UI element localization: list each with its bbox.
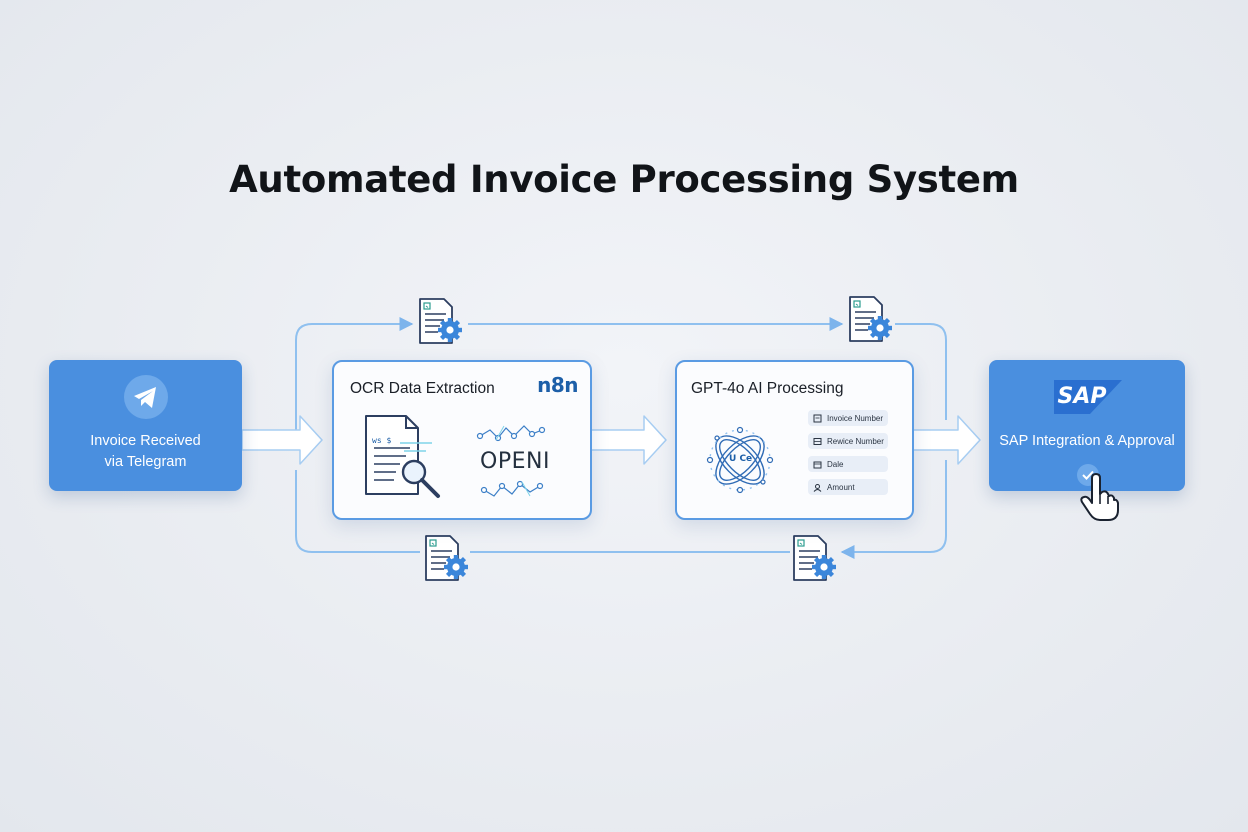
network-icon	[476, 425, 546, 497]
flow-arrow-1	[241, 415, 323, 465]
n8n-logo: n8n	[537, 373, 578, 397]
calendar-icon	[813, 461, 822, 468]
loop-connector-bottom-left	[295, 470, 420, 553]
step-telegram-label-line1: Invoice Received	[90, 433, 201, 449]
table-icon	[813, 437, 822, 445]
loop-connector-bottom-right	[840, 460, 947, 559]
doc-snippet-text: ws $	[372, 436, 392, 445]
step-sap-card: SAP SAP Integration & Approval	[989, 360, 1185, 491]
field-label: Rewice Number	[827, 436, 884, 446]
user-icon	[813, 483, 822, 492]
receipt-icon	[813, 414, 822, 422]
step-ocr-title: OCR Data Extraction	[350, 380, 495, 397]
ai-core-text: U Ce	[729, 454, 753, 464]
step-sap-label: SAP Integration & Approval	[999, 433, 1175, 449]
flow-arrow-3	[910, 415, 981, 465]
step-telegram-card: Invoice Received via Telegram	[49, 360, 242, 491]
field-amount: Amount	[808, 479, 888, 495]
field-rewice-number: Rewice Number	[808, 433, 888, 449]
step-telegram-label: Invoice Received via Telegram	[49, 431, 242, 473]
telegram-icon	[124, 375, 168, 419]
step-gpt-title: GPT-4o AI Processing	[691, 380, 844, 397]
page-title: Automated Invoice Processing System	[229, 158, 1019, 201]
step-gpt-card: GPT-4o AI Processing U Ce Invoice Number	[675, 360, 914, 520]
step-ocr-card: OCR Data Extraction n8n ws $	[332, 360, 592, 520]
document-gear-icon	[425, 535, 468, 581]
ai-core-icon	[706, 426, 774, 494]
field-label: Amount	[827, 482, 855, 492]
field-invoice-number: Invoice Number	[808, 410, 888, 426]
field-label: Invoice Number	[827, 413, 884, 423]
sap-logo-text: SAP	[1057, 384, 1107, 409]
loop-connector-top-left	[295, 317, 414, 440]
document-gear-icon	[419, 298, 462, 344]
openai-text: OPENI	[480, 449, 550, 474]
hand-pointer-icon	[1080, 473, 1119, 521]
field-date: Dale	[808, 456, 888, 472]
flow-arrow-2	[589, 415, 667, 465]
document-gear-icon	[849, 296, 892, 342]
document-gear-icon	[793, 535, 836, 581]
document-search-icon	[365, 415, 440, 498]
field-label: Dale	[827, 459, 844, 469]
step-telegram-label-line2: via Telegram	[104, 454, 187, 470]
loop-connector-top-right	[895, 323, 947, 420]
sap-logo: SAP	[1054, 380, 1122, 414]
